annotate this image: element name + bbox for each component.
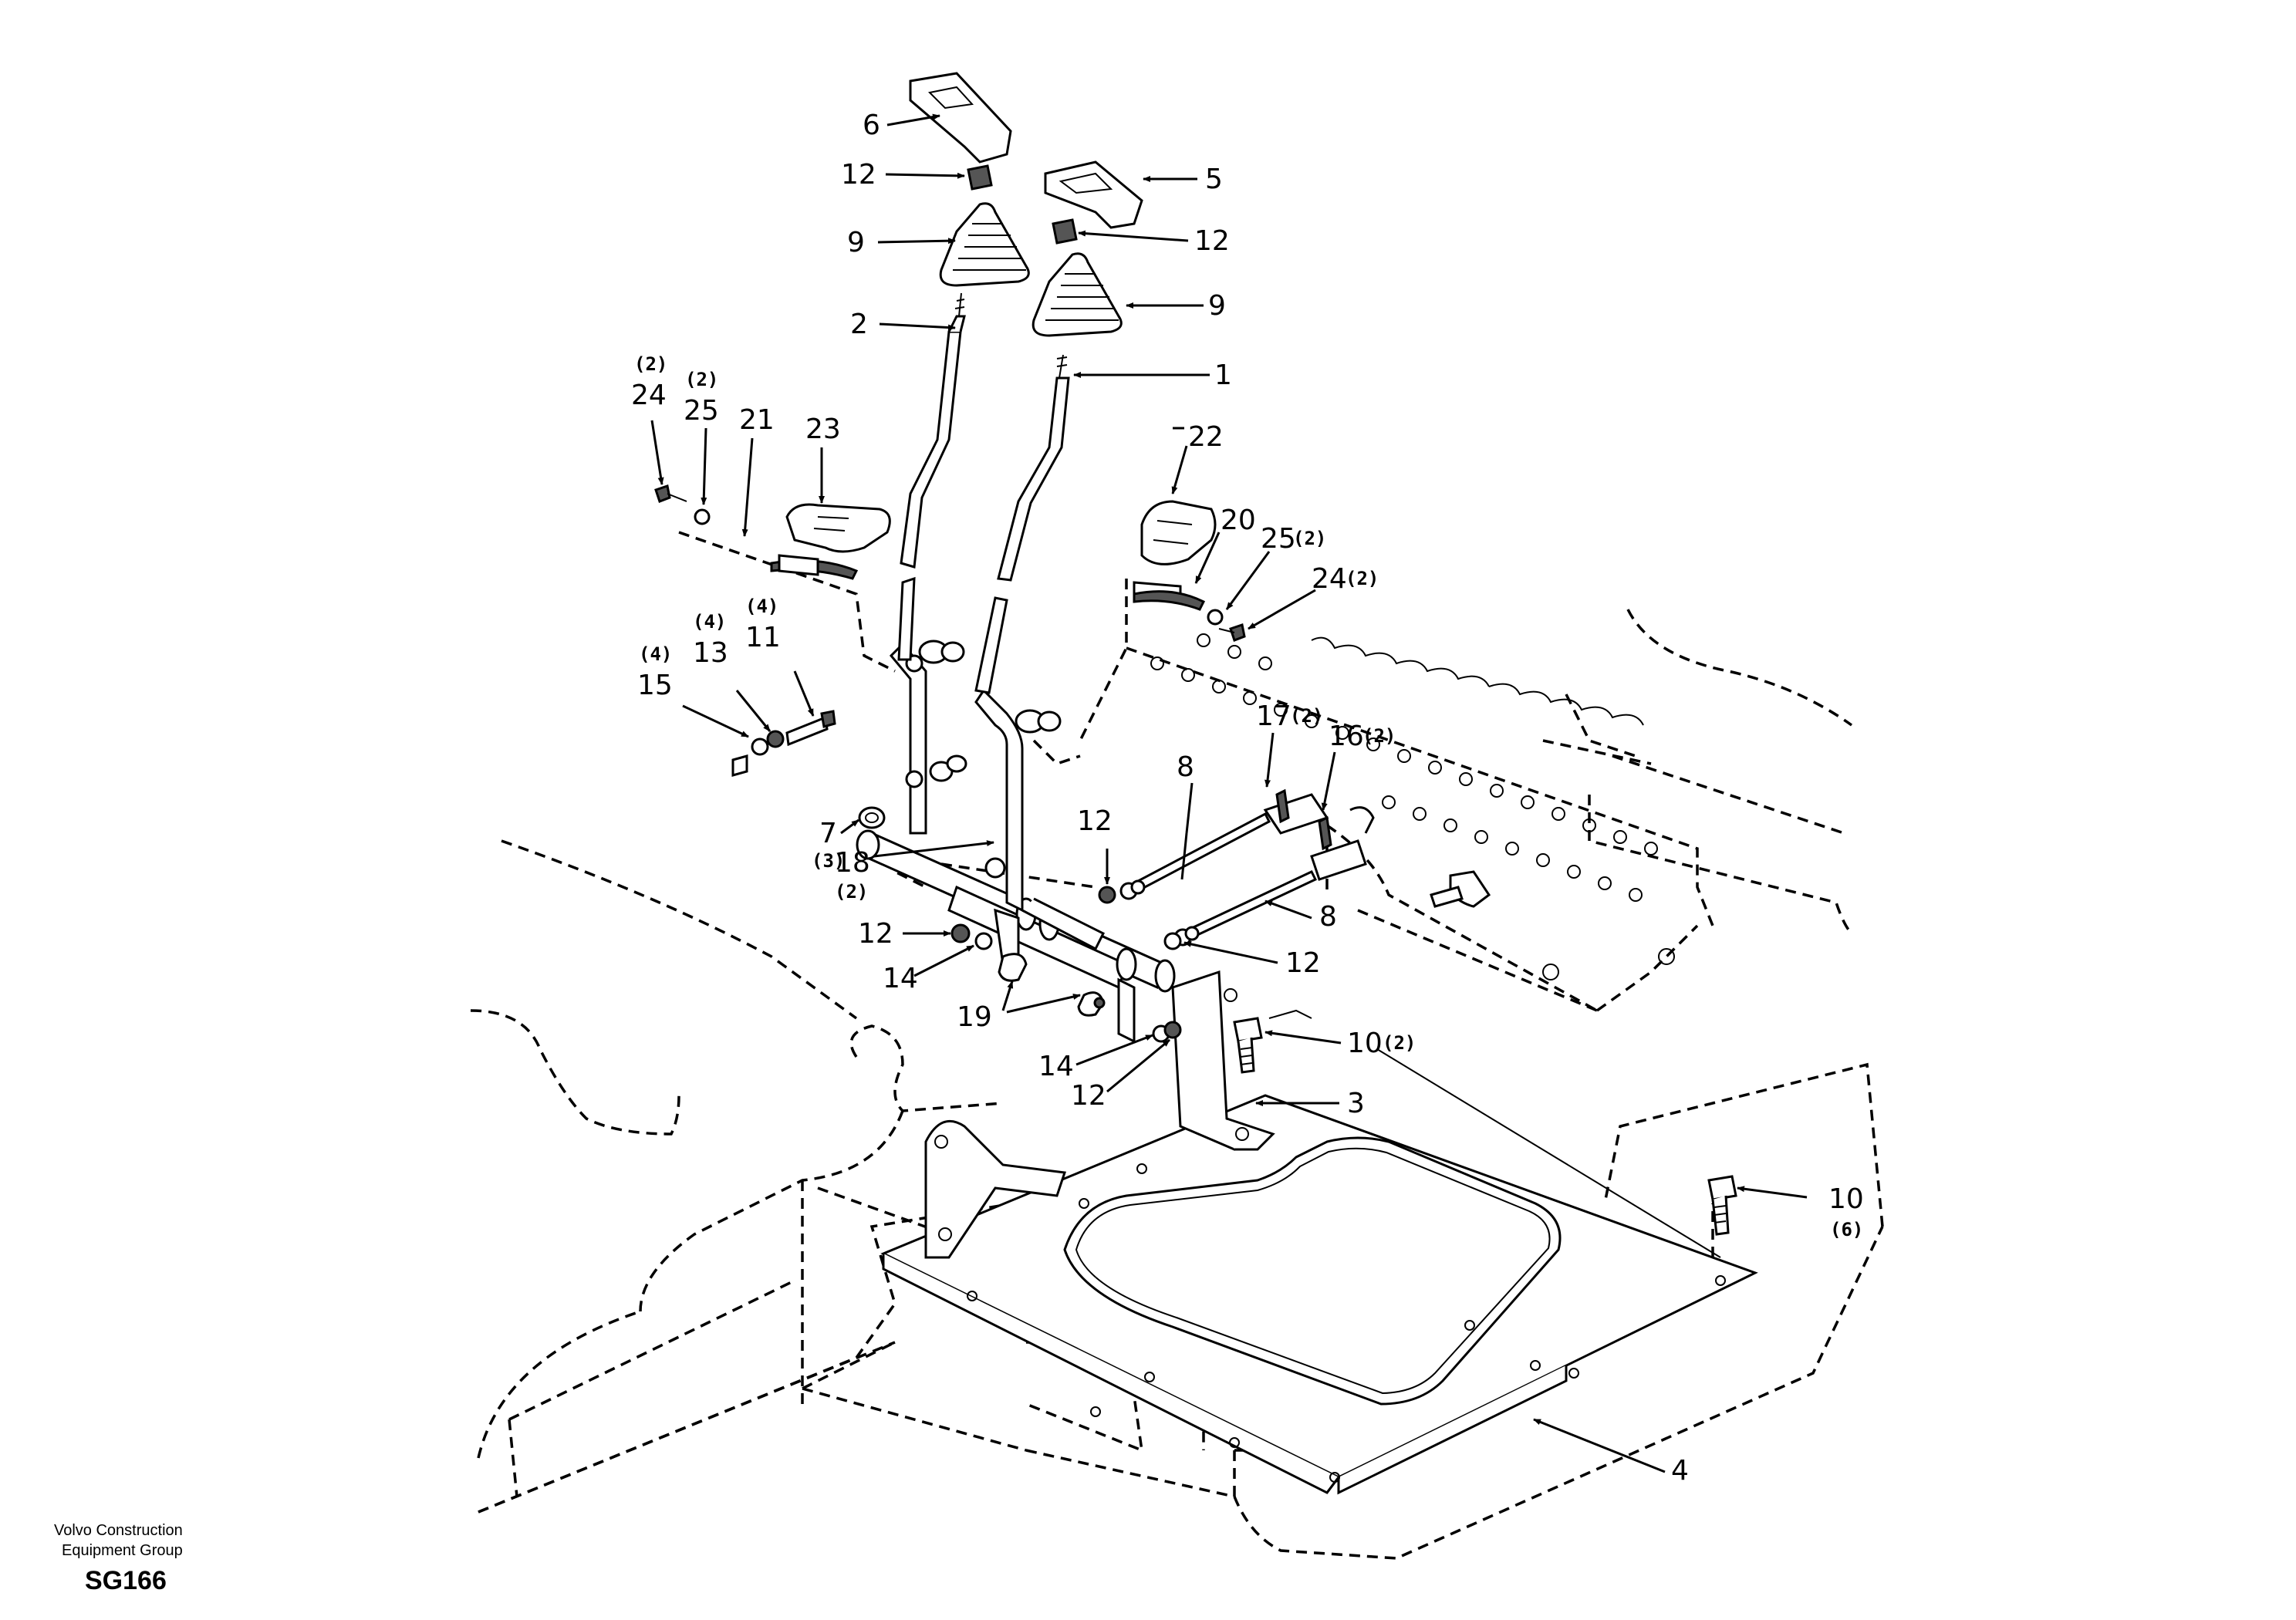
qty-11: (4) <box>745 596 778 617</box>
callout-3: 3 <box>1347 1088 1365 1119</box>
qty-10-left: (2) <box>1383 1032 1416 1054</box>
lever-knobs <box>909 72 1143 229</box>
callout-12: 12 <box>1071 1080 1106 1112</box>
callout-24: 24 <box>1312 563 1347 595</box>
plates-and-brackets <box>654 484 1246 642</box>
callout-10: 10 <box>1347 1028 1383 1059</box>
callout-16: 16 <box>1329 721 1364 752</box>
callout-20: 20 <box>1221 505 1256 536</box>
callout-18: 18 <box>835 847 870 879</box>
footer-block: Volvo Construction Equipment Group SG166 <box>54 1522 183 1595</box>
callout-8: 8 <box>1319 901 1337 933</box>
valve-block-holes <box>1150 633 1675 980</box>
qty-17: (2) <box>1290 705 1323 727</box>
qty-7: (3) <box>812 850 845 872</box>
qty-18: (2) <box>835 881 868 903</box>
knob-nuts <box>967 164 1078 245</box>
callout-13: 13 <box>693 637 728 669</box>
callout-2: 2 <box>850 309 868 340</box>
callout-9: 9 <box>1208 290 1226 322</box>
callout-23: 23 <box>805 413 841 445</box>
o-ring <box>858 806 886 829</box>
callout-12: 12 <box>1077 805 1113 837</box>
qty-10-right: (6) <box>1830 1219 1863 1240</box>
callout-12: 12 <box>1285 947 1321 979</box>
leader-lines <box>650 113 1808 1473</box>
callout-12: 12 <box>1194 225 1230 257</box>
qty-16: (2) <box>1362 725 1396 747</box>
callout-4: 4 <box>1671 1455 1689 1487</box>
callout-1: 1 <box>1214 359 1232 391</box>
lever-shaft-assembly <box>856 292 1176 1044</box>
callout-12: 12 <box>858 918 893 950</box>
linkage-rods <box>1119 788 1491 947</box>
bolt-washer-set <box>731 710 836 777</box>
qty-13: (4) <box>693 611 726 633</box>
callout-15: 15 <box>637 670 673 701</box>
callout-labels: 6 12 5 12 9 9 2 1 (2) 24 (2) 25 21 23 22… <box>631 110 1864 1487</box>
callout-14: 14 <box>883 963 918 994</box>
qty-25-right: (2) <box>1293 528 1326 549</box>
callout-10: 10 <box>1828 1183 1864 1215</box>
qty-15: (4) <box>639 643 672 665</box>
callout-6: 6 <box>863 110 880 141</box>
callout-21: 21 <box>739 404 775 436</box>
callout-14: 14 <box>1038 1051 1074 1082</box>
small-hardware <box>950 886 1737 1236</box>
callout-8: 8 <box>1177 751 1194 783</box>
qty-25-left: (2) <box>685 369 718 390</box>
callout-22: 22 <box>1188 421 1224 453</box>
callout-12: 12 <box>841 159 876 191</box>
qty-24-right: (2) <box>1346 568 1379 589</box>
figure-code: SG166 <box>85 1566 167 1595</box>
bracket <box>1171 970 1275 1151</box>
qty-24-left: (2) <box>634 353 667 375</box>
callout-24: 24 <box>631 380 667 411</box>
callout-17: 17 <box>1256 700 1292 732</box>
callout-5: 5 <box>1205 164 1223 195</box>
callout-25: 25 <box>1261 523 1296 555</box>
company-name-line2: Equipment Group <box>62 1542 183 1559</box>
lever-boots <box>939 202 1123 337</box>
callout-9: 9 <box>847 227 865 258</box>
floor-plate <box>880 1094 1758 1495</box>
company-name-line1: Volvo Construction <box>54 1522 183 1539</box>
callout-25: 25 <box>684 395 719 427</box>
callout-19: 19 <box>957 1001 992 1033</box>
callout-7: 7 <box>819 818 837 849</box>
callout-11: 11 <box>745 622 781 653</box>
